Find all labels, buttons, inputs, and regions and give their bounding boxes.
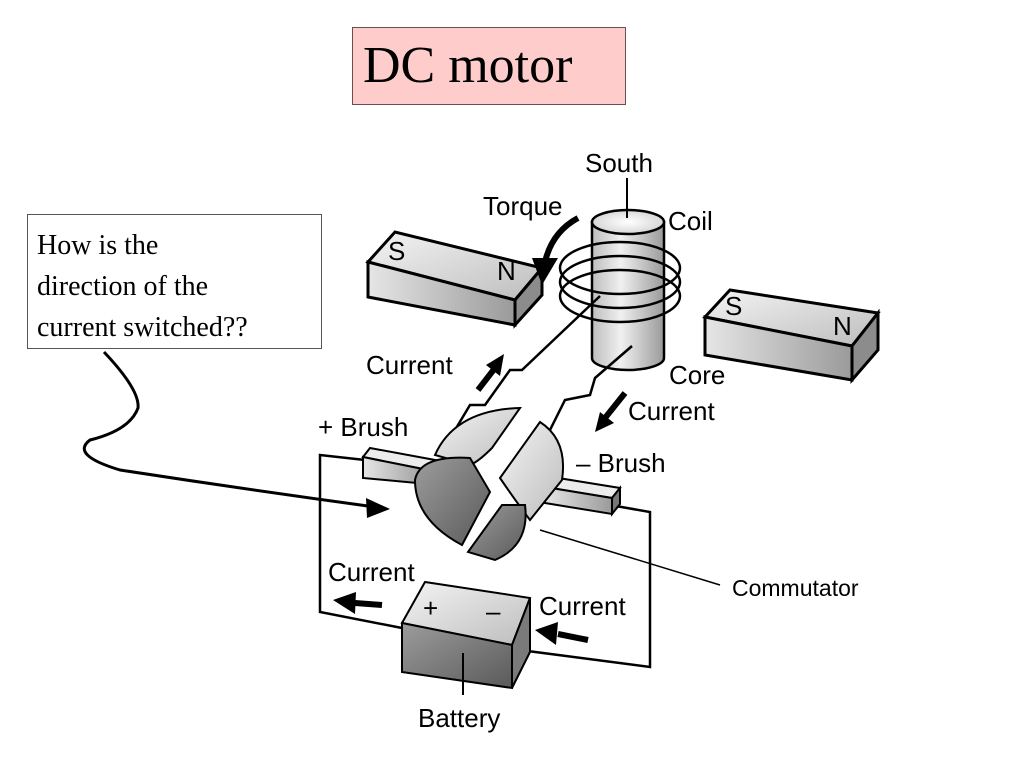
minus-brush-label: – Brush [576, 448, 666, 478]
question-line: direction of the [37, 271, 209, 302]
battery-minus-label: – [486, 596, 501, 626]
battery: + – [400, 580, 532, 695]
battery-label: Battery [418, 703, 500, 733]
right-magnet: S N [702, 288, 881, 385]
current-arrow-down [595, 391, 628, 432]
question-line: current switched?? [37, 312, 248, 343]
commutator-label: Commutator [732, 575, 859, 601]
current-label-right: Current [539, 591, 626, 621]
battery-plus-label: + [423, 593, 438, 623]
current-label-up: Current [366, 350, 453, 380]
core-label: Core [669, 360, 725, 390]
commutator [413, 406, 564, 562]
question-pointer [82, 350, 390, 518]
question-line: How is the [37, 230, 159, 261]
torque-label: Torque [483, 191, 563, 221]
commutator-pointer [539, 529, 721, 586]
current-arrow-up [475, 354, 504, 392]
south-label: South [585, 148, 653, 178]
torque-arrow [532, 215, 580, 285]
current-arrow-left [333, 592, 383, 614]
title-box: DC motor [352, 27, 626, 105]
left-magnet: S N [365, 230, 545, 329]
right-magnet-s-label: S [725, 291, 742, 321]
question-text: How is the direction of the current swit… [37, 225, 248, 348]
plus-brush-label: + Brush [318, 412, 408, 442]
current-label-left: Current [328, 557, 415, 587]
coil-label: Coil [668, 206, 713, 236]
left-magnet-n-label: N [497, 256, 516, 286]
coil [558, 240, 682, 324]
circuit-wires [318, 453, 652, 669]
right-magnet-n-label: N [833, 311, 852, 341]
page-title: DC motor [363, 37, 573, 94]
current-label-down: Current [628, 396, 715, 426]
current-arrow-right-to-battery [535, 622, 589, 645]
coil-leads [453, 295, 633, 441]
question-box: How is the direction of the current swit… [27, 214, 322, 349]
left-magnet-s-label: S [388, 236, 405, 266]
